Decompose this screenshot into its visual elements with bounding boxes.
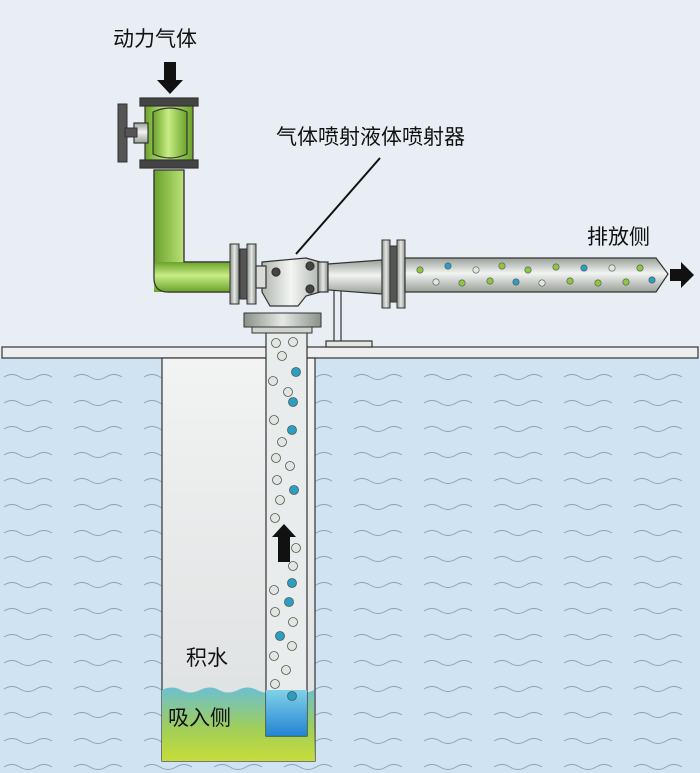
arrow-down-icon: [157, 62, 183, 94]
suction-pipe: [265, 329, 308, 737]
water-waves: [0, 358, 700, 773]
power-gas-pipe: [153, 169, 233, 293]
ejector-body: [255, 257, 383, 307]
support-stand: [325, 290, 373, 348]
discharge-label: 排放侧: [587, 225, 650, 249]
suction-label: 吸入侧: [168, 706, 231, 730]
discharge-pipe: [404, 257, 669, 293]
ground-slab: [1, 346, 699, 359]
ejector-callout-line: [295, 157, 381, 255]
power-gas-label: 动力气体: [113, 27, 197, 51]
ejector-base-flange: [243, 312, 322, 334]
suction-bubbles: [268, 337, 301, 701]
ejector-label: 气体喷射液体喷射器: [276, 125, 465, 149]
valve: [133, 97, 199, 169]
accumulated-water-label: 积水: [186, 646, 228, 670]
discharge-bubbles: [416, 262, 656, 287]
valve-handle-icon: [117, 103, 138, 163]
ejector-inlet-flange: [229, 243, 257, 305]
ejector-outlet-flange: [381, 239, 406, 309]
arrow-right-icon: [670, 262, 694, 288]
arrow-up-icon: [272, 524, 296, 562]
